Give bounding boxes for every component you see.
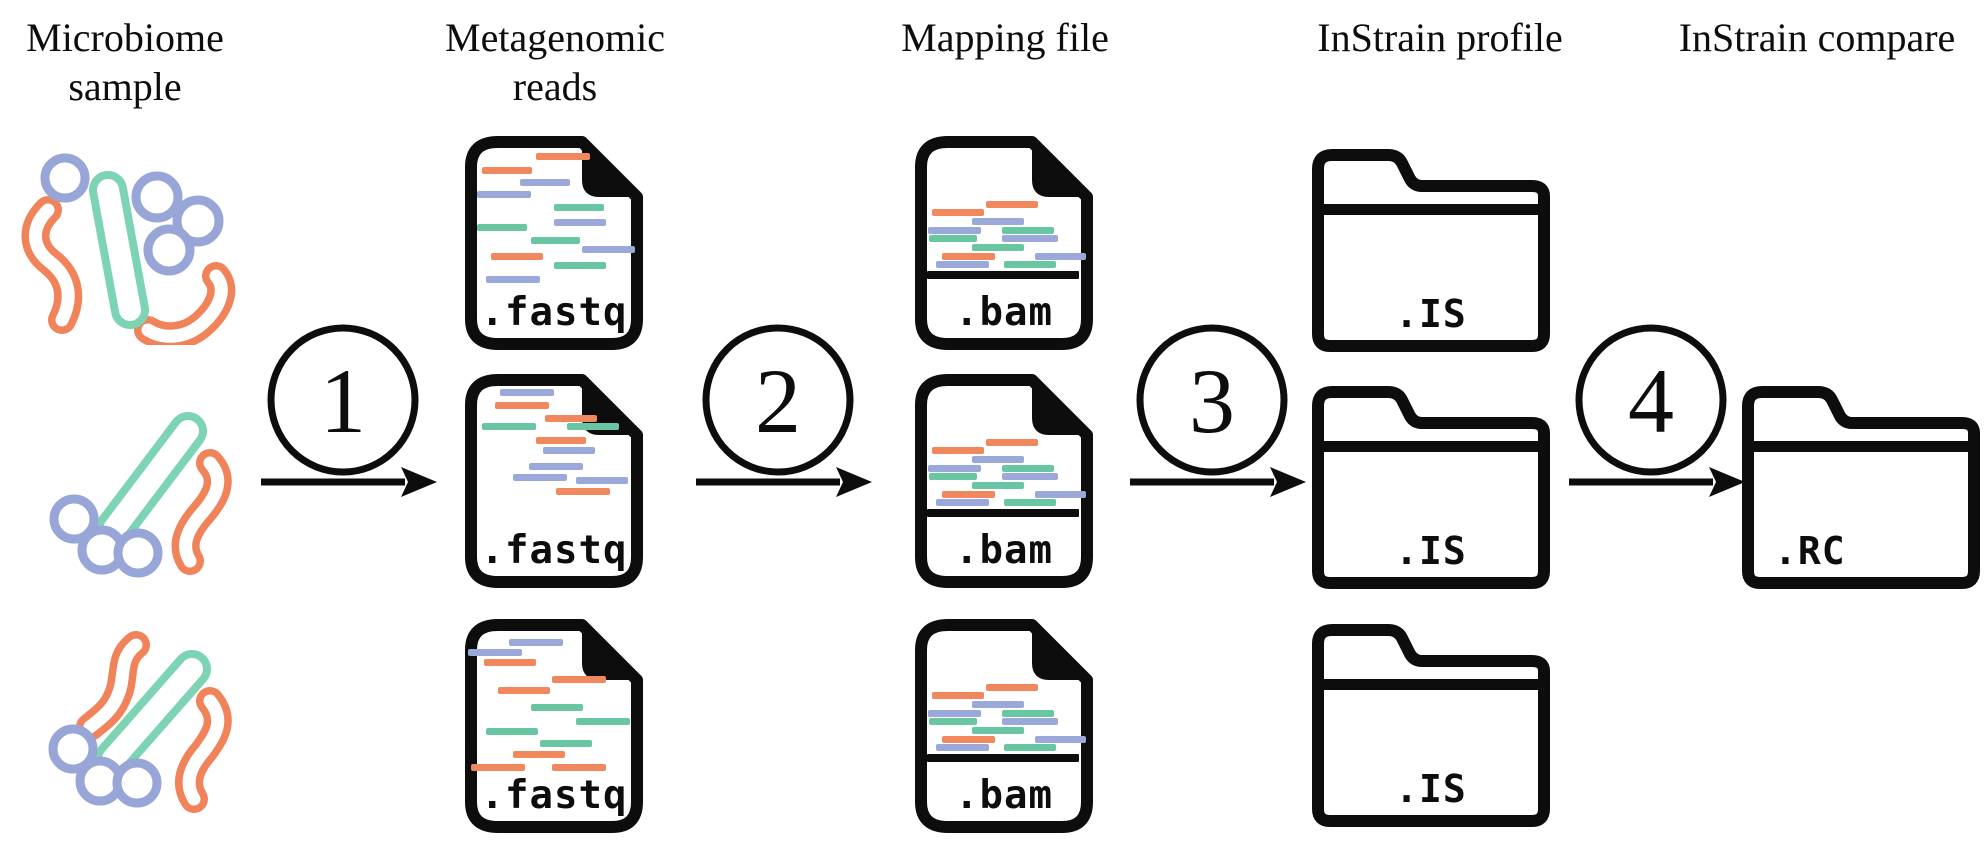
step-1-marker: 1 <box>255 324 439 504</box>
fastq-file-icon-3: .fastq <box>464 618 644 834</box>
step-circle <box>267 324 419 476</box>
step-number: 3 <box>1189 350 1235 452</box>
column-header-mapping-file: Mapping file <box>901 15 1109 60</box>
instrain-profile-folder-icon-2: .IS <box>1312 379 1550 591</box>
fastq-file-label: .fastq <box>480 773 628 818</box>
column-header-microbiome-sample: Microbiome sample <box>26 15 224 109</box>
step-3-marker: 3 <box>1124 324 1308 504</box>
step-2-marker: 2 <box>690 324 874 504</box>
step-number: 4 <box>1628 350 1674 452</box>
step-circle <box>1136 324 1288 476</box>
bacteria-sample-illustration-3 <box>16 615 256 820</box>
column-header-instrain-profile: InStrain profile <box>1317 15 1563 60</box>
bam-file-label: .bam <box>955 528 1053 573</box>
instrain-profile-folder-label: .IS <box>1395 529 1467 573</box>
instrain-compare-folder-label: .RC <box>1774 529 1846 573</box>
bam-file-icon-2: .bam <box>914 373 1094 589</box>
instrain-profile-folder-label: .IS <box>1395 292 1467 336</box>
instrain-compare-folder-icon: .RC <box>1742 379 1980 591</box>
step-4-marker: 4 <box>1563 324 1747 504</box>
step-circle <box>1575 324 1727 476</box>
bacteria-sample-illustration-2 <box>14 383 254 588</box>
bam-file-label: .bam <box>955 290 1053 335</box>
instrain-profile-folder-label: .IS <box>1395 767 1467 811</box>
bam-file-icon-1: .bam <box>914 135 1094 351</box>
bam-file-icon-3: .bam <box>914 618 1094 834</box>
bacteria-sample-illustration-1 <box>8 140 248 345</box>
fastq-file-label: .fastq <box>480 528 628 573</box>
step-number: 1 <box>320 350 366 452</box>
column-header-metagenomic-reads: Metagenomic reads <box>445 15 665 109</box>
column-header-instrain-compare: InStrain compare <box>1678 15 1956 60</box>
fastq-file-icon-2: .fastq <box>464 373 644 589</box>
fastq-file-label: .fastq <box>480 290 628 335</box>
instrain-profile-folder-icon-1: .IS <box>1312 142 1550 354</box>
fastq-file-icon-1: .fastq <box>464 135 644 351</box>
instrain-profile-folder-icon-3: .IS <box>1312 617 1550 829</box>
step-number: 2 <box>755 350 801 452</box>
bam-file-label: .bam <box>955 773 1053 818</box>
step-circle <box>702 324 854 476</box>
